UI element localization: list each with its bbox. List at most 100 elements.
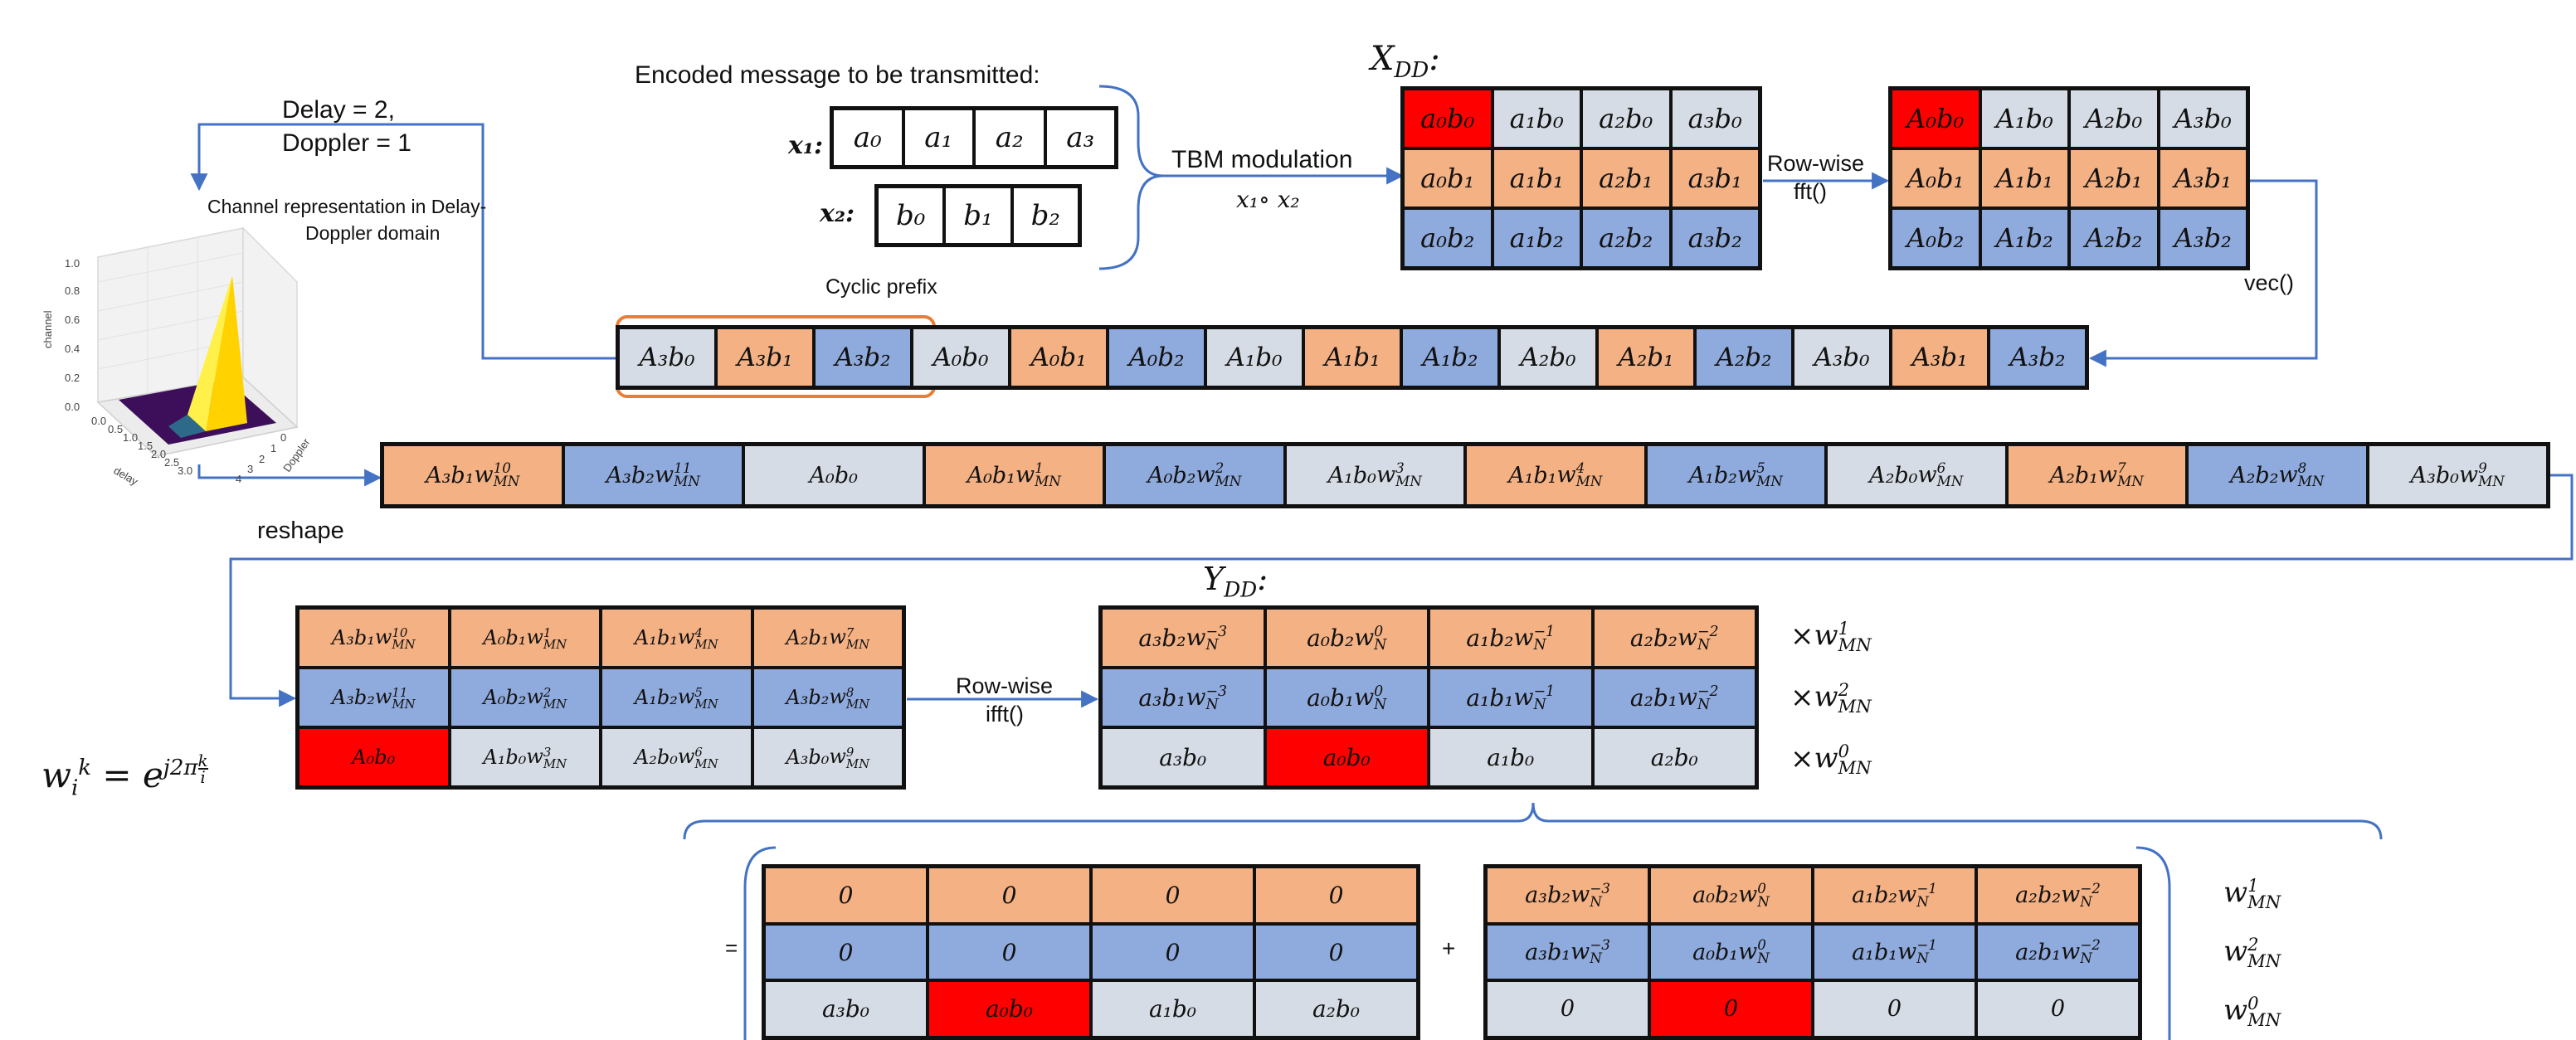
reshape-cell: A₀b₀ bbox=[299, 729, 448, 785]
x1-cell: a₁ bbox=[901, 110, 972, 165]
left-cell: 0 bbox=[766, 868, 926, 922]
delay-doppler-loop bbox=[190, 123, 618, 360]
z-tick: 1.0 bbox=[65, 257, 80, 270]
y-tick: 2 bbox=[259, 453, 265, 465]
z-tick: 0.8 bbox=[65, 284, 80, 297]
fft-cell: A₀b₀ bbox=[1892, 90, 1979, 147]
fft-cell: A₀b₂ bbox=[1892, 210, 1979, 266]
vec-cell: A₃b₁ bbox=[1889, 329, 1987, 386]
vec-cell: A₁b₂ bbox=[1400, 329, 1497, 386]
vec-cell: A₂b₀ bbox=[1497, 329, 1595, 386]
fft-cell: A₀b₁ bbox=[1892, 150, 1979, 207]
left-cell: 0 bbox=[1089, 868, 1253, 922]
channel-title-2: Doppler domain bbox=[305, 222, 441, 244]
x1-cell: a₃ bbox=[1043, 110, 1114, 165]
xdd-cell: a₂b₁ bbox=[1580, 150, 1669, 207]
ydd-brace bbox=[683, 802, 2383, 840]
tbm-label: TBM modulation bbox=[1171, 146, 1353, 173]
left-cell: a₃b₀ bbox=[766, 982, 926, 1037]
vec-label: vec() bbox=[2244, 270, 2294, 295]
channel-cell: A₀b₀ bbox=[742, 446, 923, 504]
channel-title: Channel representation in Delay- bbox=[207, 196, 487, 217]
xdd-cell: a₀b₁ bbox=[1405, 150, 1491, 207]
x-tick: 2.0 bbox=[151, 448, 166, 460]
z-axis-label: channel bbox=[41, 310, 54, 348]
fft-label: Row-wise bbox=[1767, 151, 1865, 176]
z-tick: 0.0 bbox=[65, 401, 80, 413]
xdd-label: XDD: bbox=[1371, 40, 1440, 83]
left-cell: 0 bbox=[926, 925, 1089, 979]
vec-cell: A₀b₁ bbox=[1008, 329, 1106, 386]
surface-peak-side bbox=[187, 275, 232, 431]
vec-cell: A₀b₀ bbox=[910, 329, 1008, 386]
y-tick: 1 bbox=[270, 442, 276, 454]
x1-label: x₁: bbox=[788, 131, 824, 160]
vec-cell: A₁b₁ bbox=[1302, 329, 1400, 386]
x2-cell: b₂ bbox=[1010, 188, 1078, 243]
vec-cell: A₀b₂ bbox=[1106, 329, 1204, 386]
z-tick: 0.2 bbox=[65, 372, 80, 384]
right-cell: 0 bbox=[1975, 982, 2138, 1037]
delay-label: Delay = 2, bbox=[282, 96, 395, 124]
x2-cell: b₀ bbox=[879, 188, 943, 243]
left-cell: 0 bbox=[926, 868, 1089, 922]
vec-cell: A₃b₁ bbox=[714, 329, 812, 386]
fft-cell: A₁b₁ bbox=[1978, 150, 2067, 207]
left-cell: 0 bbox=[1089, 925, 1253, 979]
x-tick: 0.0 bbox=[91, 415, 106, 427]
z-tick: 0.4 bbox=[65, 343, 80, 355]
xdd-cell: a₁b₁ bbox=[1490, 150, 1580, 207]
fft-cell: A₂b₀ bbox=[2067, 90, 2157, 147]
xdd-cell: a₁b₂ bbox=[1490, 210, 1580, 266]
x-tick: 1.0 bbox=[123, 431, 138, 444]
surface-floor-teal bbox=[168, 415, 206, 438]
right-cell: 0 bbox=[1648, 982, 1811, 1037]
ifft-label-2: ifft() bbox=[986, 702, 1024, 727]
surface-peak-face bbox=[206, 275, 247, 431]
y-tick: 4 bbox=[236, 473, 241, 485]
ydd-label: YDD: bbox=[1203, 561, 1268, 602]
x-tick: 1.5 bbox=[138, 440, 153, 452]
x-axis-label: delay bbox=[112, 464, 141, 488]
ydd-cell: a₁b₀ bbox=[1427, 729, 1591, 785]
plot-to-channel-arrow bbox=[197, 464, 382, 487]
fft-cell: A₃b₂ bbox=[2156, 210, 2246, 266]
left-cell: a₀b₀ bbox=[926, 982, 1089, 1037]
ydd-cell: a₂b₀ bbox=[1590, 729, 1755, 785]
left-cell: 0 bbox=[1253, 868, 1416, 922]
